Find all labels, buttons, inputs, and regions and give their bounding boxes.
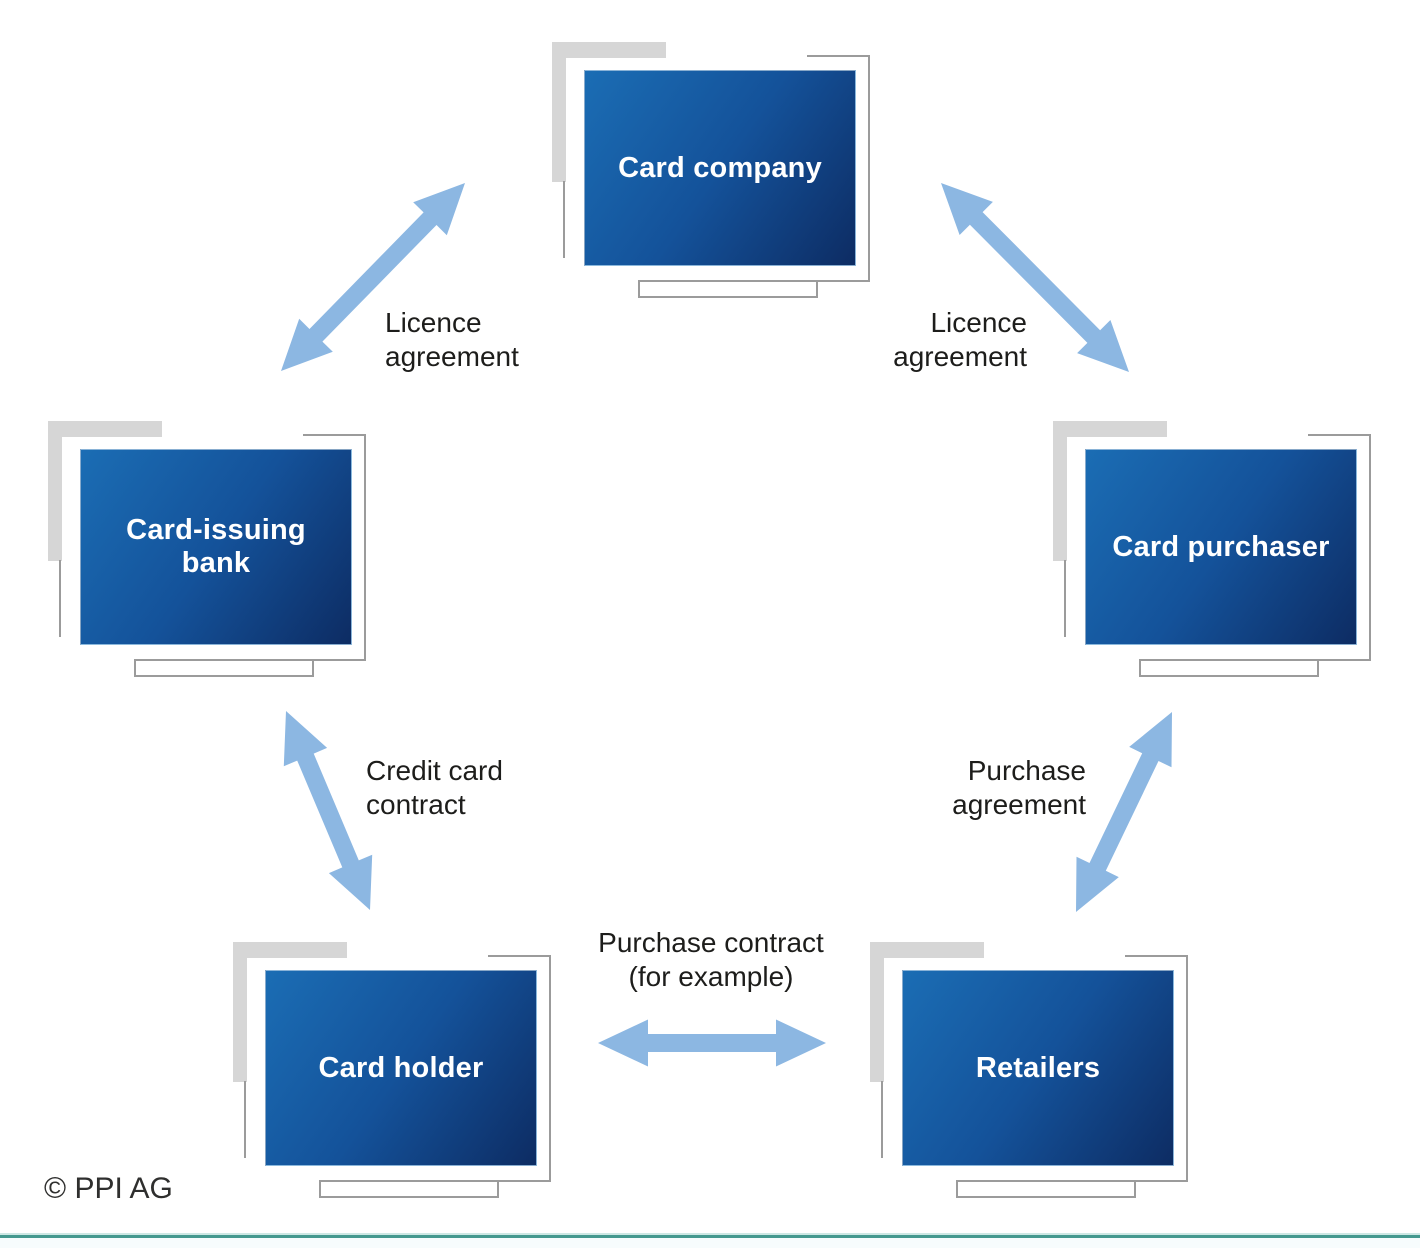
back-screen-edge: [488, 955, 551, 957]
shadow-corner-icon: [552, 42, 566, 182]
screen-stand: [319, 1180, 499, 1198]
back-screen-edge: [1319, 659, 1371, 661]
back-screen-edge: [499, 1180, 551, 1182]
edge-label-licence-agreement-right: Licence agreement: [893, 307, 1027, 372]
node-retailers: Retailers: [870, 942, 1192, 1200]
back-screen-edge: [1136, 1180, 1188, 1182]
back-screen-edge: [1064, 560, 1066, 637]
screen-stand: [1139, 659, 1319, 677]
node-label: Card purchaser: [1112, 530, 1330, 563]
back-screen-edge: [59, 560, 61, 637]
back-screen-edge: [818, 280, 870, 282]
shadow-corner-icon: [233, 942, 347, 958]
screen-card-holder: Card holder: [265, 970, 537, 1166]
screen-stand: [134, 659, 314, 677]
back-screen-edge: [364, 434, 366, 661]
shadow-corner-icon: [1053, 421, 1167, 437]
shadow-corner-icon: [233, 942, 247, 1082]
node-card-issuing-bank: Card-issuing bank: [48, 421, 370, 679]
screen-stand: [638, 280, 818, 298]
screen-retailers: Retailers: [902, 970, 1174, 1166]
node-card-holder: Card holder: [233, 942, 555, 1200]
arrow-bank-holder: [283, 711, 373, 910]
screen-card-company: Card company: [584, 70, 856, 266]
back-screen-edge: [549, 955, 551, 1182]
footer-accent-line: [0, 1235, 1420, 1238]
back-screen-edge: [563, 181, 565, 258]
node-label: Card holder: [318, 1051, 484, 1084]
screen-card-issuing-bank: Card-issuing bank: [80, 449, 352, 645]
shadow-corner-icon: [870, 942, 884, 1082]
back-screen-edge: [314, 659, 366, 661]
arrow-purchaser-retailers: [1076, 712, 1172, 912]
back-screen-edge: [807, 55, 870, 57]
shadow-corner-icon: [870, 942, 984, 958]
back-screen-edge: [1186, 955, 1188, 1182]
node-label: Card company: [618, 151, 822, 184]
node-card-company: Card company: [552, 42, 874, 300]
back-screen-edge: [1369, 434, 1371, 661]
node-card-purchaser: Card purchaser: [1053, 421, 1375, 679]
back-screen-edge: [868, 55, 870, 282]
back-screen-edge: [1308, 434, 1371, 436]
footer-background: [0, 1238, 1420, 1248]
back-screen-edge: [303, 434, 366, 436]
shadow-corner-icon: [552, 42, 666, 58]
edge-label-credit-card-contract: Credit card contract: [366, 755, 503, 820]
node-label: Retailers: [975, 1051, 1101, 1084]
edge-label-licence-agreement-left: Licence agreement: [385, 307, 519, 372]
footer-accent-line-soft: [0, 1233, 1420, 1235]
back-screen-edge: [1125, 955, 1188, 957]
shadow-corner-icon: [48, 421, 62, 561]
copyright-text: © PPI AG: [44, 1172, 173, 1205]
screen-stand: [956, 1180, 1136, 1198]
arrow-holder-retailers: [598, 1019, 826, 1067]
screen-card-purchaser: Card purchaser: [1085, 449, 1357, 645]
back-screen-edge: [881, 1081, 883, 1158]
edge-label-purchase-contract: Purchase contract (for example): [598, 927, 824, 992]
edge-label-purchase-agreement: Purchase agreement: [952, 755, 1086, 820]
back-screen-edge: [244, 1081, 246, 1158]
node-label: Card-issuing bank: [126, 514, 306, 579]
shadow-corner-icon: [48, 421, 162, 437]
shadow-corner-icon: [1053, 421, 1067, 561]
